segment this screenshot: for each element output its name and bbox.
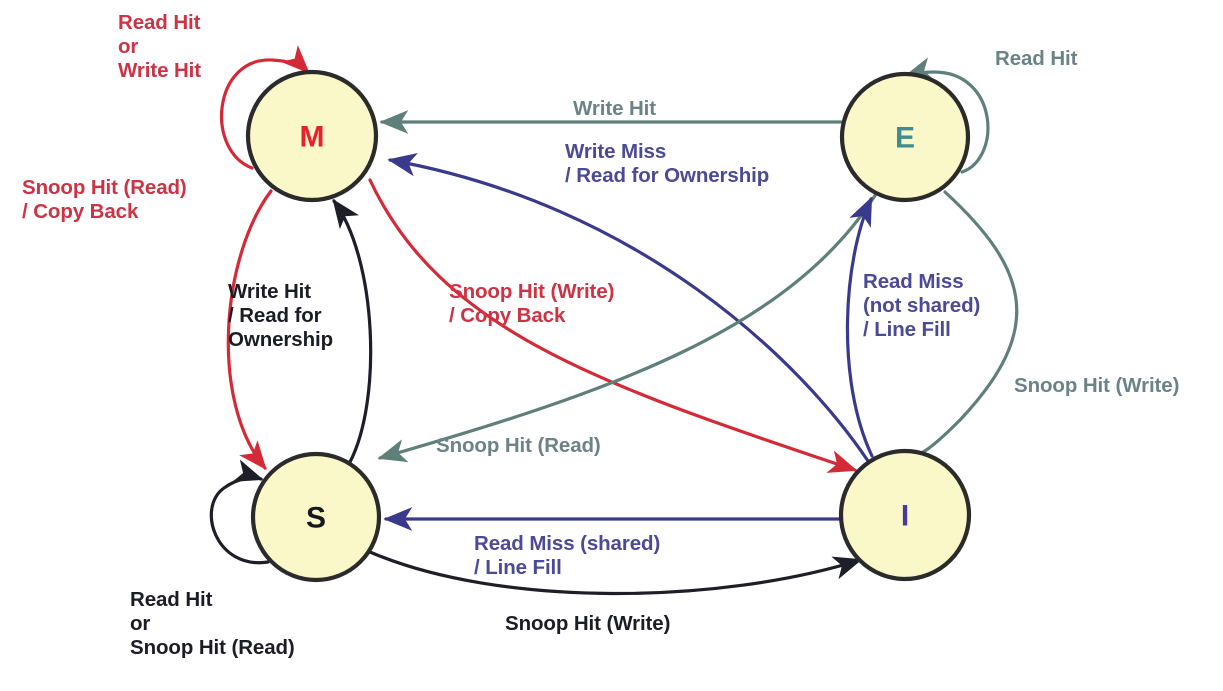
edge-m-self [220, 45, 310, 170]
state-node-e[interactable]: E [839, 71, 971, 203]
edge-m-to-s [226, 189, 273, 470]
edge-i-to-m [387, 153, 870, 463]
edge-s-to-m [332, 198, 373, 464]
state-node-s[interactable]: S [250, 451, 382, 583]
edge-label-m-self: Read Hit or Write Hit [118, 11, 202, 82]
state-label-m: M [300, 121, 325, 154]
edge-s-to-i [368, 550, 863, 596]
edge-label-s-to-m: Write Hit / Read for Ownership [228, 280, 334, 351]
edge-s-self [209, 459, 270, 565]
edge-label-i-to-s: Read Miss (shared) / Line Fill [474, 532, 661, 579]
edge-label-s-to-i: Snoop Hit (Write) [505, 612, 671, 635]
state-circle-m [245, 69, 379, 203]
state-node-i[interactable]: I [838, 448, 972, 582]
state-circle-s [250, 451, 382, 583]
state-circle-i [838, 448, 972, 582]
edge-label-e-self: Read Hit [995, 47, 1078, 70]
edge-label-m-to-s: Snoop Hit (Read) / Copy Back [22, 176, 187, 223]
edge-label-e-to-i: Snoop Hit (Write) [1014, 374, 1180, 397]
state-label-i: I [901, 500, 909, 533]
edge-label-e-to-s: Snoop Hit (Read) [436, 434, 601, 457]
state-circle-e [839, 71, 971, 203]
edge-label-s-self: Read Hit or Snoop Hit (Read) [130, 588, 295, 659]
edge-label-m-to-i: Snoop Hit (Write) / Copy Back [449, 280, 615, 327]
state-label-s: S [306, 502, 326, 535]
edge-label-i-to-m: Write Miss / Read for Ownership [565, 140, 770, 187]
state-label-e: E [895, 122, 915, 155]
edge-e-to-s [377, 192, 878, 463]
edge-m-to-i [368, 178, 858, 473]
edge-i-to-e [845, 196, 874, 458]
state-node-m[interactable]: M [245, 69, 379, 203]
edge-label-i-to-e: Read Miss (not shared) / Line Fill [863, 270, 981, 341]
edge-label-e-to-m: Write Hit [573, 97, 657, 120]
